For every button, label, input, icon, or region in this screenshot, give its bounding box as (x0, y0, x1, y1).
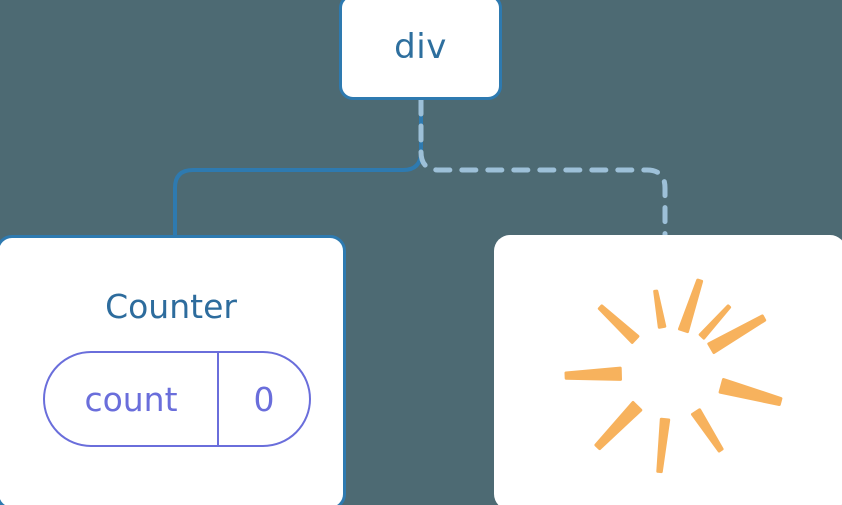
counter-state-value: 0 (253, 379, 275, 419)
pill-divider (217, 353, 219, 445)
sparkle-ray (594, 401, 643, 451)
counter-state-pill[interactable]: count 0 (43, 351, 311, 447)
sparkle-ray (691, 408, 724, 453)
sparkle-burst-icon (564, 278, 783, 474)
edge-div-to-counter (173, 98, 423, 240)
counter-state-key: count (84, 379, 178, 419)
sparkle-node[interactable] (494, 235, 842, 505)
sparkle-ray (653, 289, 667, 329)
sparkle-ray (597, 304, 640, 344)
sparkle-ray (718, 378, 783, 406)
div-node-label: div (394, 27, 447, 67)
sparkle-ray (678, 278, 704, 334)
div-node[interactable]: div (339, 0, 502, 100)
counter-node[interactable]: Counter count 0 (0, 235, 346, 505)
counter-node-label: Counter (105, 287, 237, 326)
sparkle-ray (698, 304, 732, 340)
sparkle-ray (564, 366, 622, 381)
sparkle-ray (656, 417, 671, 474)
edge-div-to-sparkle (418, 97, 668, 241)
sparkle-ray (707, 314, 767, 354)
